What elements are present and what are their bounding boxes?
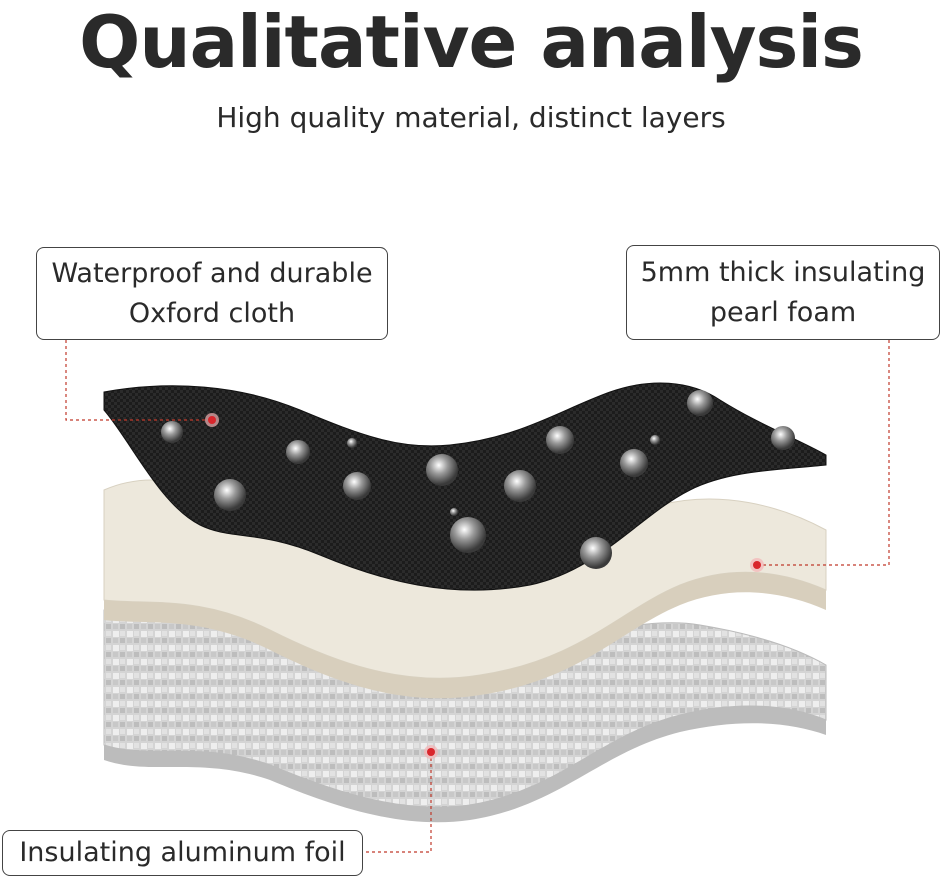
aluminum-foil-label: Insulating aluminum foil bbox=[2, 830, 363, 876]
water-droplet bbox=[347, 438, 357, 448]
water-droplet bbox=[343, 472, 371, 500]
leader-lines bbox=[65, 340, 890, 853]
page-subtitle: High quality material, distinct layers bbox=[216, 101, 726, 134]
oxford-label-line1: Waterproof and durable bbox=[51, 257, 373, 289]
water-droplet bbox=[161, 421, 183, 443]
water-droplet bbox=[687, 390, 713, 416]
oxford-leader-line bbox=[65, 340, 212, 421]
water-droplet bbox=[450, 508, 458, 516]
foam-label-line2: pearl foam bbox=[709, 296, 857, 328]
water-droplet bbox=[580, 537, 612, 569]
water-droplet bbox=[650, 435, 660, 445]
marker-foam bbox=[750, 558, 764, 572]
pearl-foam-label: 5mm thick insulating pearl foam bbox=[626, 245, 940, 340]
water-droplet bbox=[504, 470, 536, 502]
water-droplet bbox=[620, 449, 648, 477]
water-droplet bbox=[214, 479, 246, 511]
foil-label-text: Insulating aluminum foil bbox=[19, 837, 346, 868]
marker-oxford bbox=[205, 413, 219, 427]
foam-label-line1: 5mm thick insulating bbox=[640, 256, 926, 288]
water-droplet bbox=[426, 454, 458, 486]
water-droplet bbox=[546, 426, 574, 454]
foam-leader-line bbox=[757, 340, 890, 566]
marker-foil bbox=[424, 745, 438, 759]
oxford-label-line2: Oxford cloth bbox=[128, 297, 296, 329]
oxford-cloth-label: Waterproof and durable Oxford cloth bbox=[36, 247, 388, 340]
water-droplet bbox=[771, 426, 795, 450]
oxford-cloth-layer bbox=[103, 382, 827, 591]
foil-leader-line bbox=[363, 752, 432, 853]
water-droplet bbox=[450, 517, 486, 553]
page-title: Qualitative analysis bbox=[79, 0, 864, 84]
water-droplet bbox=[286, 440, 310, 464]
